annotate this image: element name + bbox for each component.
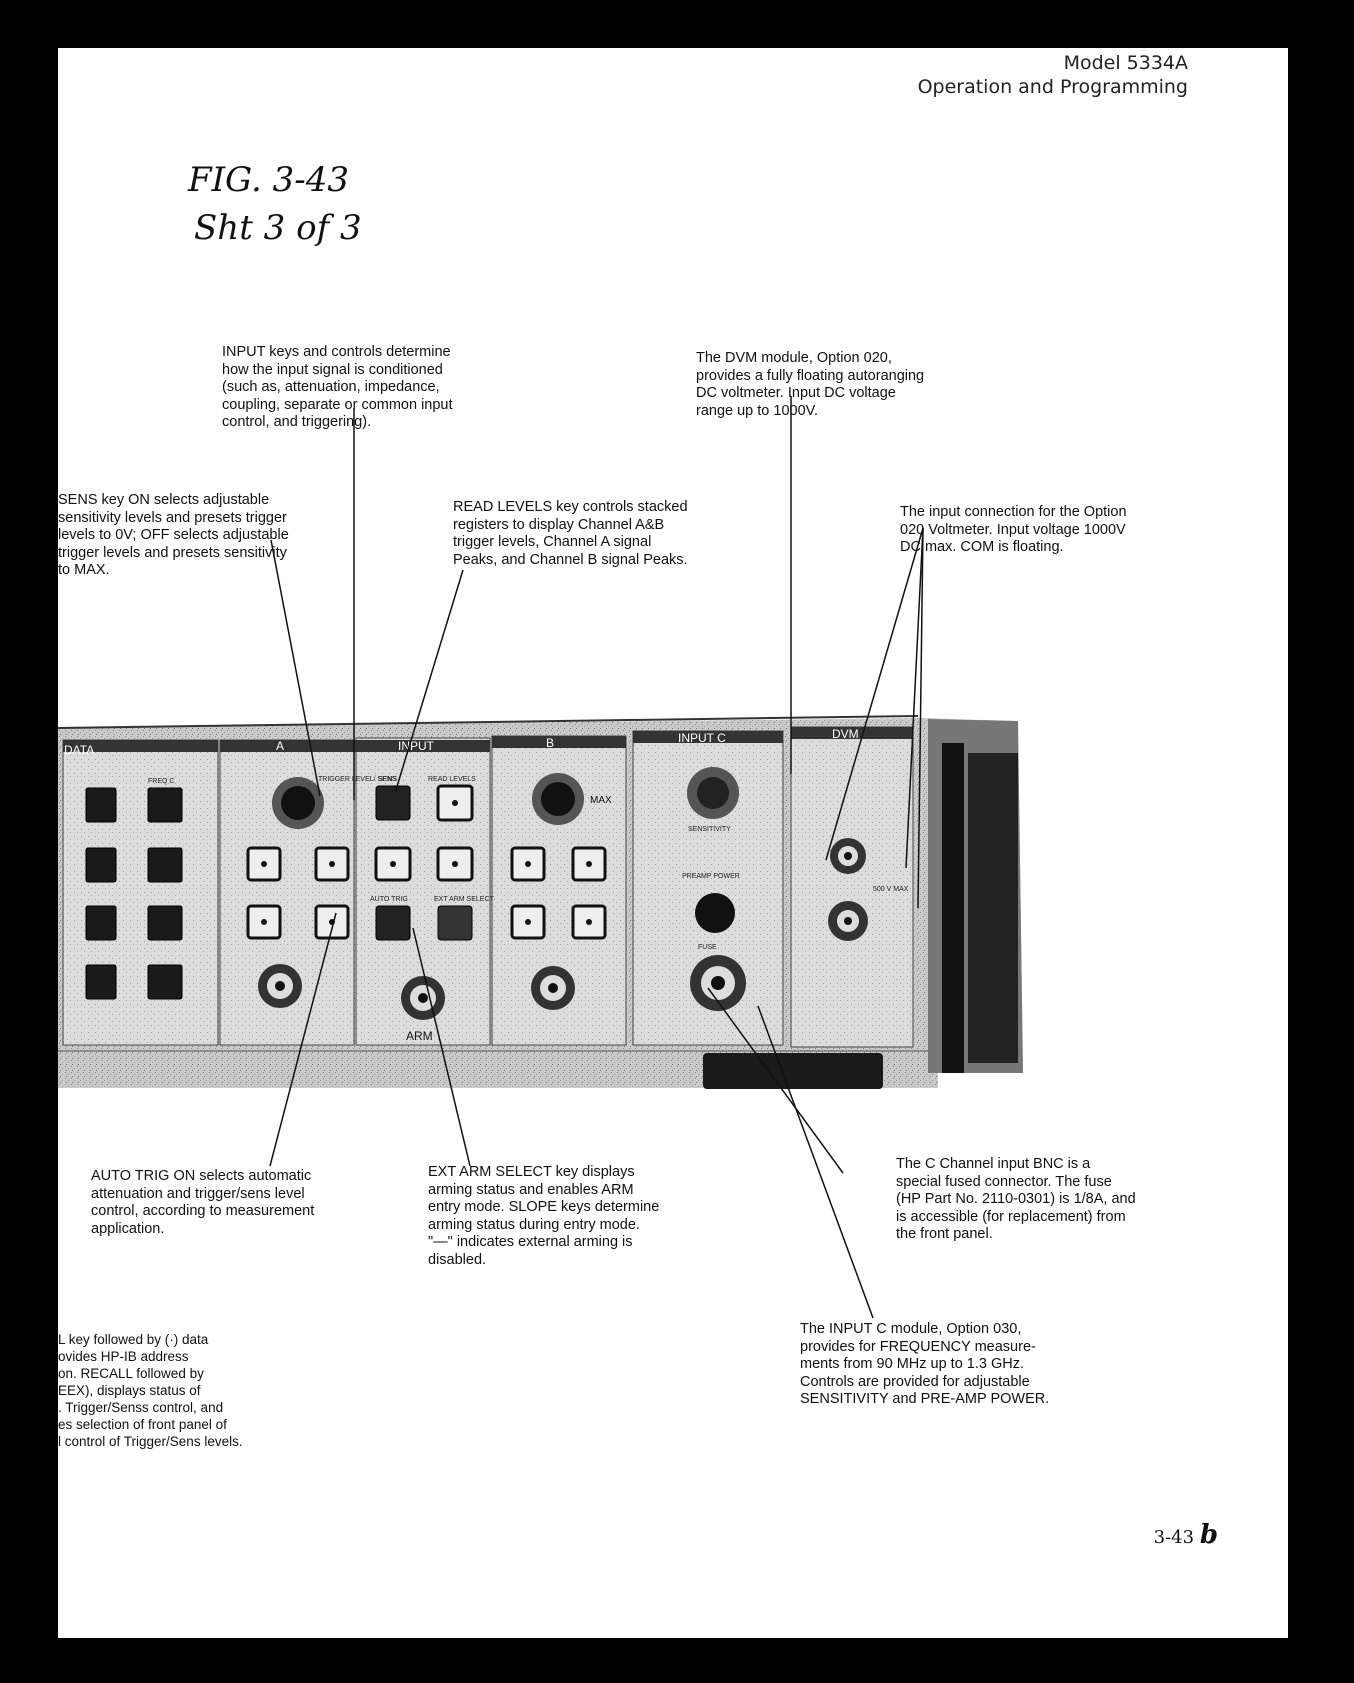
page-number: 3-43 b [1154, 1520, 1218, 1550]
note-input-c-module: The INPUT C module, Option 030,provides … [800, 1321, 1049, 1409]
note-dvm-module: The DVM module, Option 020,provides a fu… [696, 350, 924, 420]
document-page: Model 5334A Operation and Programming FI… [58, 48, 1288, 1638]
